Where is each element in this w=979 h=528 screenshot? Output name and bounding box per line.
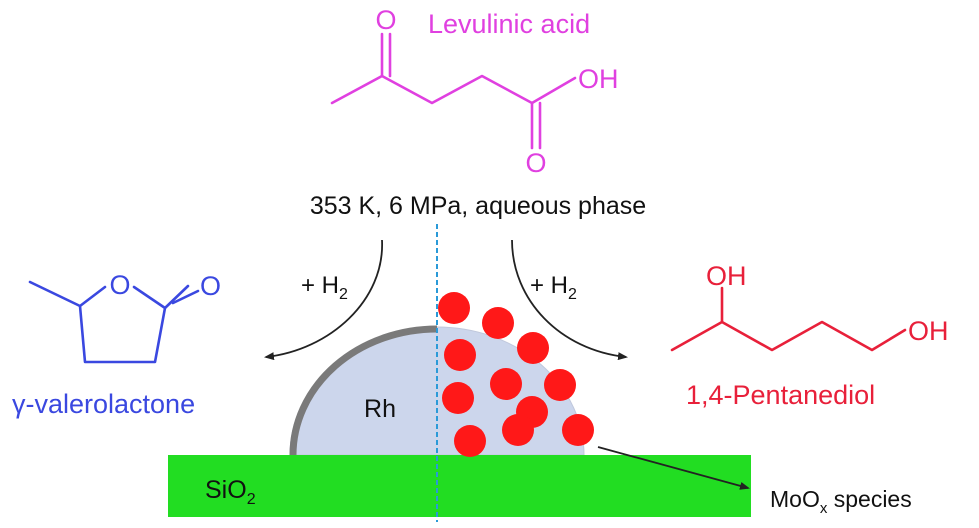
product-left-name: γ-valerolactone [12,389,195,419]
levulinic-carbonyl-oxygen: O [525,148,546,178]
levulinic-hydroxyl: OH [578,64,619,94]
right-h2-label: + H2 [530,272,577,303]
reaction-conditions: 353 K, 6 MPa, aqueous phase [310,192,646,220]
moox-dot [438,292,470,324]
moox-dot [444,339,476,371]
left-h2-label: + H2 [301,272,348,303]
diol-hydroxyl-end: OH [908,316,949,346]
moox-dot [454,425,486,457]
moox-label: MoOx species [770,486,912,517]
levulinic-ketone-oxygen: O [375,5,396,35]
left-reaction-arrow [264,239,383,361]
moox-dot [482,307,514,339]
moox-dot [502,414,534,446]
valerolactone-structure [28,280,200,364]
moox-dot [490,368,522,400]
sio2-support [168,455,751,517]
moox-pointer-arrow [597,446,750,490]
sio2-label: SiO2 [205,476,256,508]
moox-dot [544,369,576,401]
product-right-name: 1,4-Pentanediol [686,380,875,410]
moox-dot [517,332,549,364]
lactone-ring-oxygen: O [109,270,130,300]
pentanediol-structure [670,286,907,352]
moox-dot [562,414,594,446]
rh-particle-shell [289,325,438,456]
rh-label: Rh [364,395,396,423]
diol-hydroxyl-top: OH [706,261,747,291]
reactant-name: Levulinic acid [428,9,590,39]
moox-dot [442,382,474,414]
right-reaction-arrow [511,239,628,361]
moox-dots [438,292,594,457]
levulinic-acid-structure [330,32,577,150]
lactone-carbonyl-oxygen: O [200,271,221,301]
